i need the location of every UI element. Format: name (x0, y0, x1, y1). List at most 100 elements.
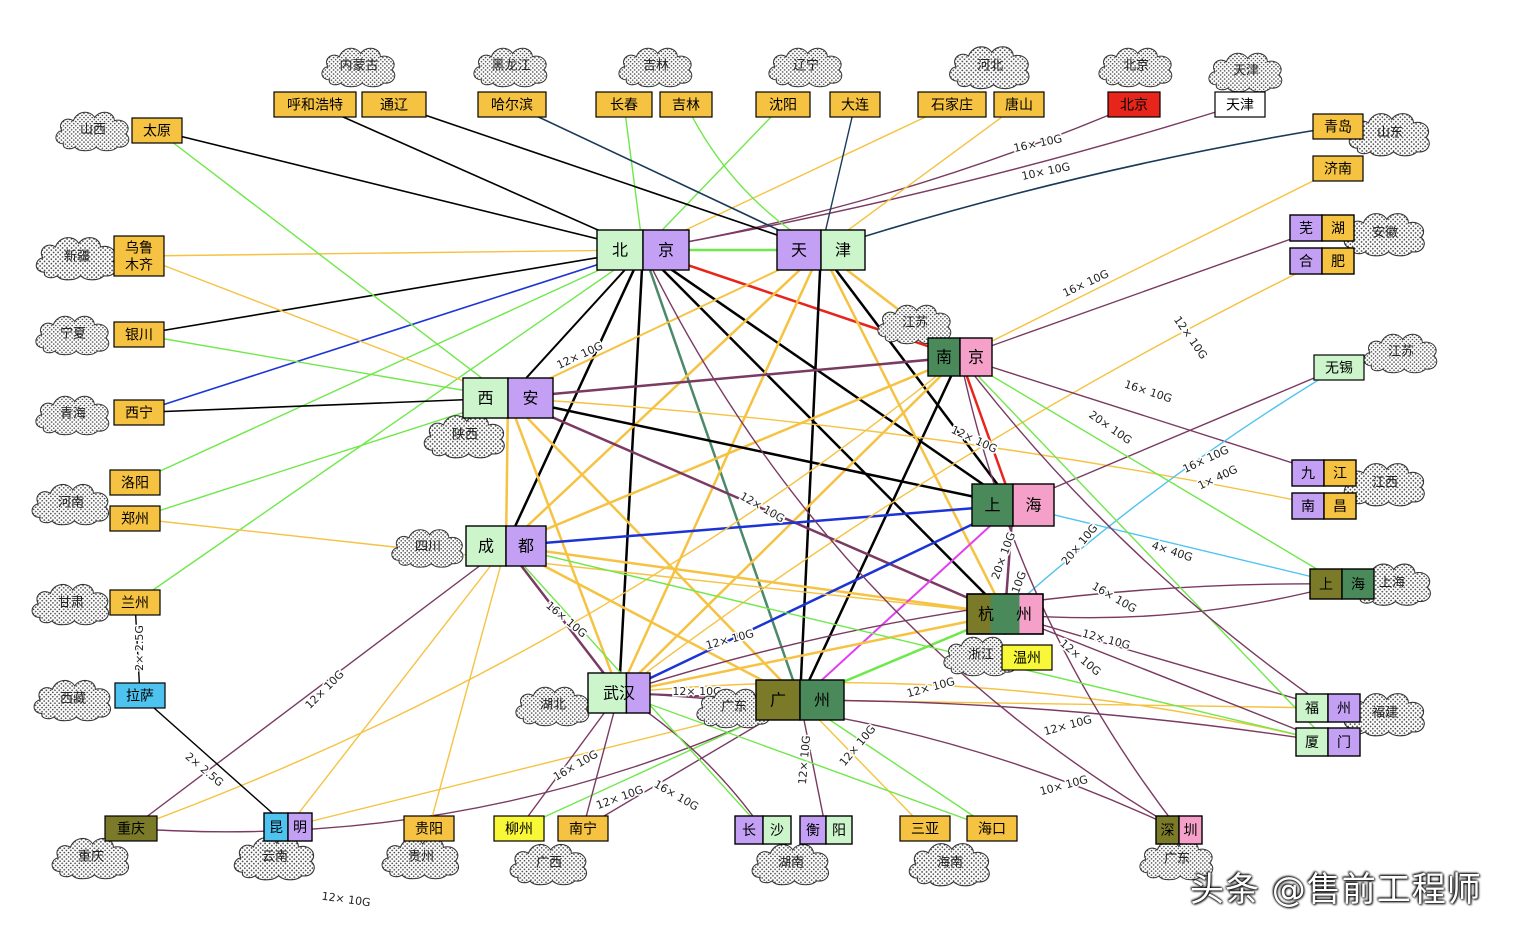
cloud-label: 河南 (58, 495, 84, 511)
link-haerbin-tianjin (511, 103, 822, 251)
node-beijing-small[interactable]: 北京 (1107, 91, 1161, 118)
node-xian[interactable]: 西安 (462, 377, 554, 419)
link-tongliao-tianjin (393, 103, 822, 251)
link-beijing-shanghai (642, 248, 1014, 507)
cloud-label: 贵州 (408, 850, 434, 865)
link-wuhan-nanning (582, 692, 620, 829)
node-xining[interactable]: 西宁 (113, 399, 165, 426)
node-changchun[interactable]: 长春 (595, 91, 653, 118)
node-tianjin[interactable]: 天津 (776, 229, 866, 271)
link-zhengzhou-hangzhou (134, 517, 1006, 615)
link-label: 12× 10G (905, 675, 956, 700)
node-shanghai-r[interactable]: 上海 (1309, 568, 1375, 600)
node-label: 肥 (1331, 254, 1345, 270)
node-chengdu[interactable]: 成都 (465, 525, 547, 567)
link-nanjing-guangzhou (798, 356, 962, 701)
node-label: 昆 (269, 820, 283, 836)
node-hefei[interactable]: 合肥 (1289, 247, 1355, 275)
node-label: 乌鲁 (125, 241, 153, 257)
node-xiamen[interactable]: 厦门 (1295, 727, 1361, 757)
node-nanchang[interactable]: 南昌 (1291, 492, 1357, 520)
link-label: 2× 2.5G (133, 625, 146, 671)
node-nanning[interactable]: 南宁 (557, 815, 609, 842)
node-changsha[interactable]: 长沙 (734, 815, 792, 845)
cloud-label: 内蒙古 (339, 58, 378, 74)
link-xiamen-hangzhou (1004, 613, 1329, 743)
node-sanya[interactable]: 三亚 (899, 815, 951, 842)
node-label: 沙 (770, 823, 784, 839)
node-hengyang[interactable]: 衡阳 (799, 815, 853, 845)
node-jiujiang[interactable]: 九江 (1291, 459, 1357, 487)
node-label: 九 (1301, 466, 1315, 482)
cloud-label: 江苏 (1388, 344, 1414, 360)
node-label: 南 (936, 348, 952, 367)
node-lanzhou[interactable]: 兰州 (109, 589, 161, 616)
node-tianjin-small[interactable]: 天津 (1214, 91, 1266, 118)
cloud-zhejiang: 浙江 (943, 636, 1018, 677)
link-label: 12× 10G (738, 490, 787, 526)
link-chengdu-shanghai (505, 503, 1014, 548)
link-chengdu-hangzhou (505, 544, 1006, 616)
node-haikou[interactable]: 海口 (966, 815, 1018, 842)
node-haerbin[interactable]: 哈尔滨 (477, 91, 547, 118)
link-label: 20× 10G (989, 530, 1018, 581)
node-liuzhou[interactable]: 柳州 (493, 815, 545, 842)
node-kunming[interactable]: 昆明 (263, 812, 313, 842)
node-chongqing[interactable]: 重庆 (104, 815, 158, 842)
node-jilin[interactable]: 吉林 (659, 91, 713, 118)
cloud-label: 江西 (1372, 476, 1398, 491)
node-lasa[interactable]: 拉萨 (114, 682, 166, 709)
node-shenzhen[interactable]: 深圳 (1155, 815, 1203, 845)
node-wenzhou[interactable]: 温州 (1001, 644, 1053, 671)
node-dalian[interactable]: 大连 (829, 91, 881, 118)
link-lanzhou-beijing (134, 249, 644, 604)
node-wuhan[interactable]: 武汉 (587, 672, 651, 714)
cloud-guizhou: 贵州 (381, 837, 460, 880)
cloud-guangdong2: 广东 (1139, 840, 1214, 881)
node-zhengzhou[interactable]: 郑州 (109, 505, 161, 532)
cloud-label: 河北 (977, 59, 1003, 74)
node-fuzhou[interactable]: 福州 (1295, 693, 1361, 723)
node-hangzhou[interactable]: 杭州 (966, 593, 1044, 635)
link-label: 12× 10G (672, 685, 721, 698)
link-lasa-lanzhou (134, 602, 141, 696)
node-wuxi[interactable]: 无锡 (1313, 354, 1365, 381)
node-yinchuan[interactable]: 银川 (113, 321, 165, 348)
node-taiyuan[interactable]: 太原 (131, 117, 183, 144)
node-label: 西宁 (125, 405, 153, 422)
link-xian-guangzhou (507, 397, 801, 701)
node-label: 银川 (125, 328, 153, 344)
link-tianjin-wuhan (617, 249, 823, 694)
node-label: 福 (1305, 701, 1319, 717)
node-tongliao[interactable]: 通辽 (361, 91, 427, 118)
node-shanghai[interactable]: 上海 (971, 483, 1055, 527)
node-huhehaote[interactable]: 呼和浩特 (273, 91, 357, 118)
link-nanjing-xian (507, 355, 961, 400)
node-label: 石家庄 (931, 97, 973, 114)
node-nanjing[interactable]: 南京 (927, 337, 993, 377)
node-guiyang[interactable]: 贵阳 (403, 815, 455, 842)
link-xining-beijing (138, 249, 644, 414)
node-guangzhou[interactable]: 广州 (755, 679, 845, 721)
link-shenyang-beijing (642, 104, 784, 251)
node-wuhu[interactable]: 芜湖 (1289, 214, 1355, 242)
cloud-neimenggu: 内蒙古 (321, 47, 396, 88)
link-shenzhen-beijing (642, 249, 1180, 831)
node-label: 拉萨 (126, 689, 154, 705)
cloud-hubei: 湖北 (515, 686, 590, 727)
link-nanjing-shanghai (958, 356, 1015, 506)
link-xiamen-wuhan (618, 681, 1329, 743)
node-tangshan[interactable]: 唐山 (993, 91, 1045, 118)
link-xian-chengdu (504, 397, 510, 547)
connection-lines (130, 103, 1343, 833)
node-jinan[interactable]: 济南 (1312, 155, 1364, 182)
node-shijiazhuang[interactable]: 石家庄 (917, 91, 987, 118)
node-qingdao[interactable]: 青岛 (1312, 113, 1364, 140)
link-label: 12× 10G (1042, 713, 1093, 738)
node-label: 南 (1301, 499, 1315, 515)
link-shijiazhuang-beijing (642, 103, 953, 251)
node-shenyang[interactable]: 沈阳 (755, 91, 811, 118)
node-luoyang[interactable]: 洛阳 (109, 469, 161, 496)
node-beijing[interactable]: 北京 (596, 229, 690, 271)
